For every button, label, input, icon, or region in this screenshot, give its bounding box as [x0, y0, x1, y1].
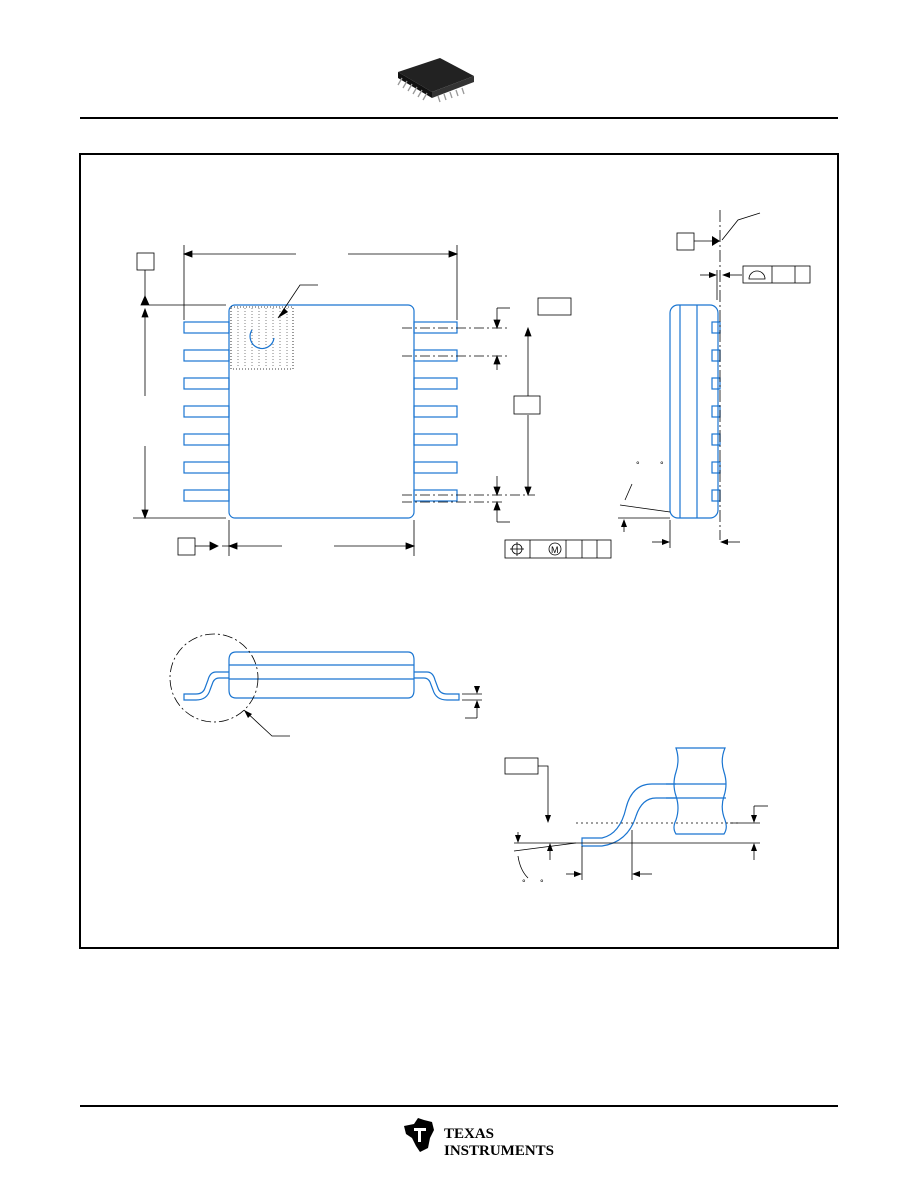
package-body-side — [669, 304, 719, 519]
detail-view: ° ° — [504, 747, 768, 888]
datum-box-a — [136, 252, 155, 271]
side-view: ° ° — [618, 210, 811, 548]
detail-callout-circle — [169, 633, 259, 723]
pin1-index-area — [230, 306, 294, 370]
brand-line-2: Instruments — [444, 1143, 554, 1159]
datum-box-b — [177, 537, 196, 556]
front-view — [169, 633, 482, 737]
profile-symbol-icon — [748, 270, 766, 280]
right-leads — [413, 321, 458, 502]
top-view — [228, 284, 415, 519]
angle-mark-side-1: ° — [636, 460, 640, 470]
drawing-frame — [79, 153, 839, 949]
position-symbol-icon — [510, 542, 524, 556]
profile-tolerance-frame — [742, 265, 811, 284]
mmc-icon — [548, 542, 562, 556]
pin-span-box — [513, 395, 541, 415]
lead-span-dimension — [182, 245, 459, 320]
gauge-plane-box — [504, 757, 539, 775]
ti-logo-icon — [404, 1118, 434, 1152]
brand-line-1: Texas — [444, 1126, 494, 1142]
tssop-package-icon — [397, 58, 474, 103]
pitch-dimension — [402, 297, 572, 497]
package-body-top — [228, 304, 415, 519]
body-length-dimension — [133, 252, 226, 520]
left-leads — [183, 321, 230, 502]
lead-width-dimension — [402, 476, 510, 523]
body-width-dimension — [177, 520, 416, 556]
angle-mark-side-2: ° — [660, 460, 664, 470]
position-tolerance-frame: M — [504, 539, 612, 559]
detail-body — [673, 747, 727, 835]
pitch-box — [537, 297, 572, 316]
datum-box-c — [676, 232, 695, 251]
angle-mark-detail-2: ° — [540, 878, 544, 888]
package-body-front — [228, 651, 415, 699]
mmc-label: M — [551, 545, 559, 555]
angle-mark-detail-1: ° — [522, 878, 526, 888]
